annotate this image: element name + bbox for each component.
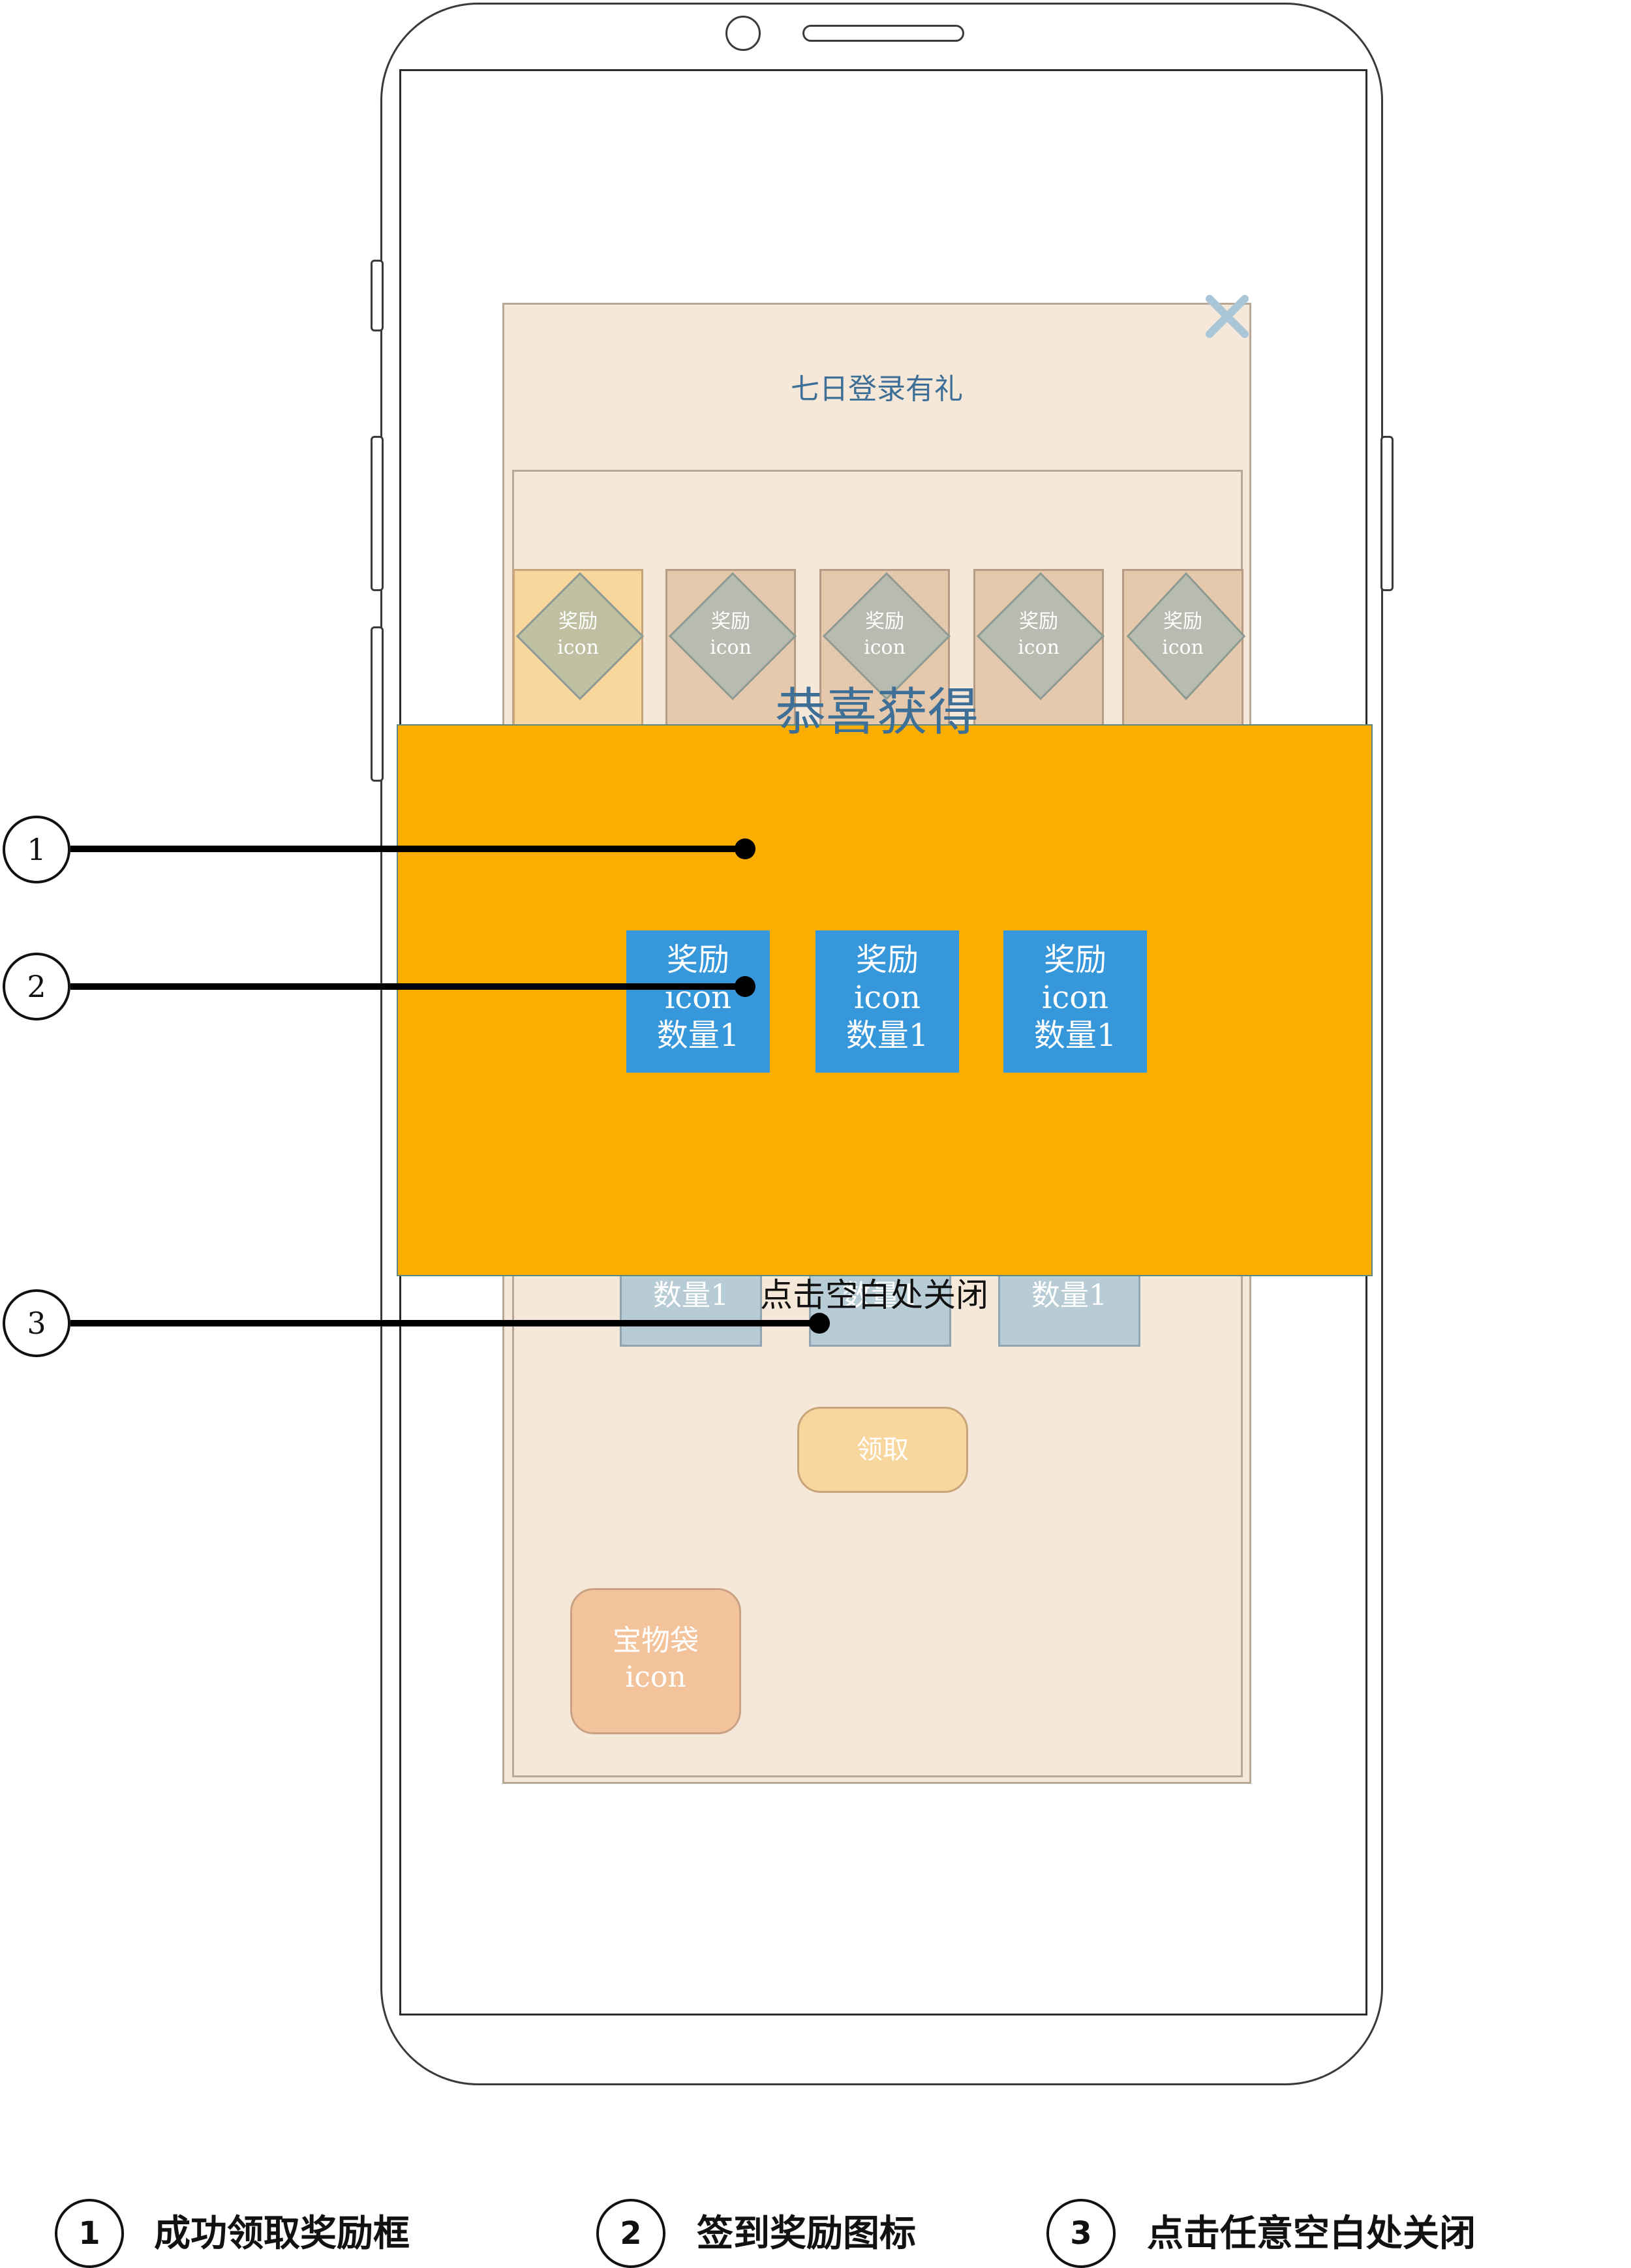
reward-diamond-icon <box>977 572 1105 700</box>
speaker-grille <box>802 25 964 42</box>
obtained-reward-icon: 奖励 icon 数量1 <box>626 930 770 1073</box>
phone-volume-up-button <box>371 436 384 591</box>
legend-number-1: 1 <box>55 2199 124 2268</box>
reward-diamond-icon <box>516 572 644 700</box>
close-icon[interactable] <box>1198 287 1257 346</box>
camera-icon <box>725 16 761 51</box>
legend-label-2: 签到奖励图标 <box>697 2213 916 2255</box>
day-reward-card[interactable]: 奖励 icon <box>513 569 644 732</box>
callout-anchor-dot <box>735 838 755 859</box>
legend-label-1: 成功领取奖励框 <box>154 2213 410 2255</box>
reward-diamond-icon <box>1126 572 1246 700</box>
callout-marker-2: 2 <box>3 953 70 1020</box>
legend-number-3: 3 <box>1046 2199 1116 2268</box>
day-reward-label: 奖励 icon <box>710 610 752 659</box>
day-reward-label: 奖励 icon <box>864 610 906 659</box>
callout-anchor-dot <box>809 1313 830 1334</box>
obtained-reward-icon: 奖励 icon 数量1 <box>816 930 959 1073</box>
phone-volume-down-button <box>371 626 384 782</box>
reward-diamond-icon <box>823 572 951 700</box>
day-reward-label: 奖励 icon <box>1018 610 1059 659</box>
overlay-title: 恭喜获得 <box>774 683 979 742</box>
callout-marker-3: 3 <box>3 1289 70 1357</box>
close-hint-text[interactable]: 点击空白处关闭 <box>760 1276 988 1314</box>
reward-item-quantity: 数量1 <box>653 1279 729 1312</box>
day-reward-label: 奖励 icon <box>557 610 599 659</box>
dialog-title: 七日登录有礼 <box>791 373 963 406</box>
phone-side-button <box>371 260 384 331</box>
callout-leader-line <box>70 1320 819 1326</box>
day-reward-card[interactable]: 奖励 icon <box>819 569 951 732</box>
reward-item-quantity: 数量1 <box>842 1279 918 1312</box>
day-reward-card[interactable]: 奖励 icon <box>973 569 1105 732</box>
day-reward-label: 奖励 icon <box>1162 610 1204 659</box>
callout-leader-line <box>70 983 745 990</box>
reward-item-quantity: 数量1 <box>1031 1279 1107 1312</box>
legend-label-3: 点击任意空白处关闭 <box>1147 2213 1476 2255</box>
day-reward-card[interactable]: 奖励 icon <box>665 569 797 732</box>
obtained-reward-icon: 奖励 icon 数量1 <box>1003 930 1147 1073</box>
claim-button[interactable]: 领取 <box>797 1407 968 1493</box>
phone-power-button <box>1380 436 1394 591</box>
day-reward-card[interactable]: 奖励 icon <box>1122 569 1246 732</box>
callout-leader-line <box>70 846 745 852</box>
callout-anchor-dot <box>735 976 755 997</box>
callout-marker-1: 1 <box>3 816 70 883</box>
treasure-bag-icon[interactable]: 宝物袋 icon <box>570 1588 741 1734</box>
reward-diamond-icon <box>669 572 797 700</box>
legend-number-2: 2 <box>596 2199 665 2268</box>
